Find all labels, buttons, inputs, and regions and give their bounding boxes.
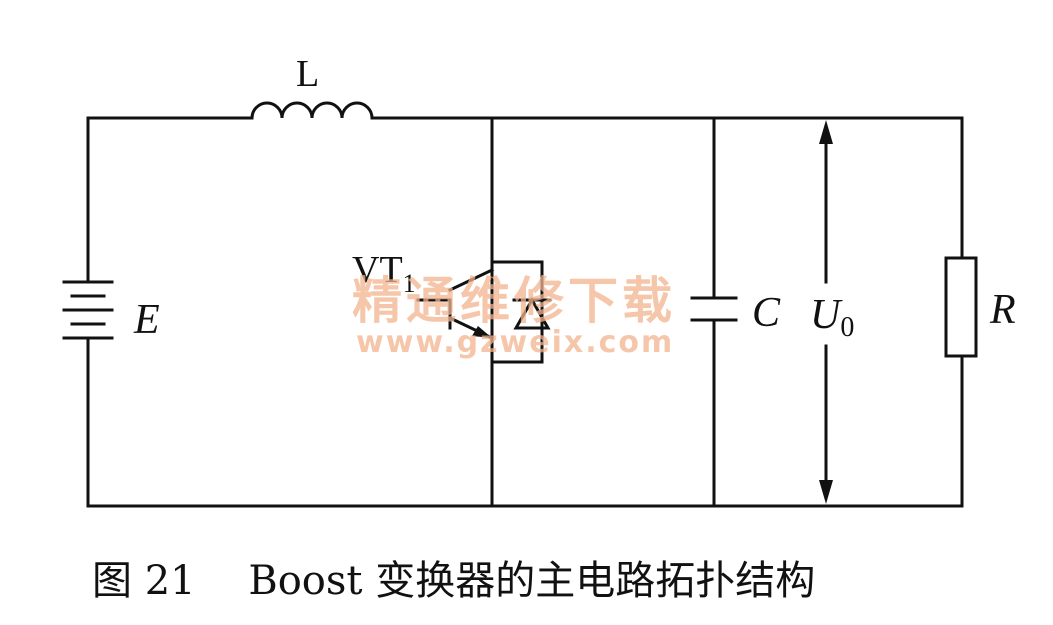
watermark-url: www.gzweix.com bbox=[356, 325, 674, 360]
inductor-label: L bbox=[296, 53, 319, 95]
figure-caption: 图 21 Boost 变换器的主电路拓扑结构 bbox=[92, 558, 815, 604]
resistor-label: R bbox=[989, 287, 1016, 333]
inductor-coil bbox=[250, 101, 374, 120]
switch-label: VT1 bbox=[352, 249, 416, 298]
igbt-switch-symbol bbox=[416, 260, 552, 364]
capacitor-symbol bbox=[690, 296, 738, 322]
capacitor-label: C bbox=[752, 290, 781, 336]
resistor-symbol bbox=[944, 256, 978, 358]
battery-symbol bbox=[62, 280, 114, 340]
battery-label: E bbox=[133, 297, 160, 343]
watermark-text: 精通维修下载 bbox=[352, 272, 676, 330]
output-voltage-label: U0 bbox=[810, 292, 854, 343]
output-voltage-arrow bbox=[819, 120, 833, 504]
